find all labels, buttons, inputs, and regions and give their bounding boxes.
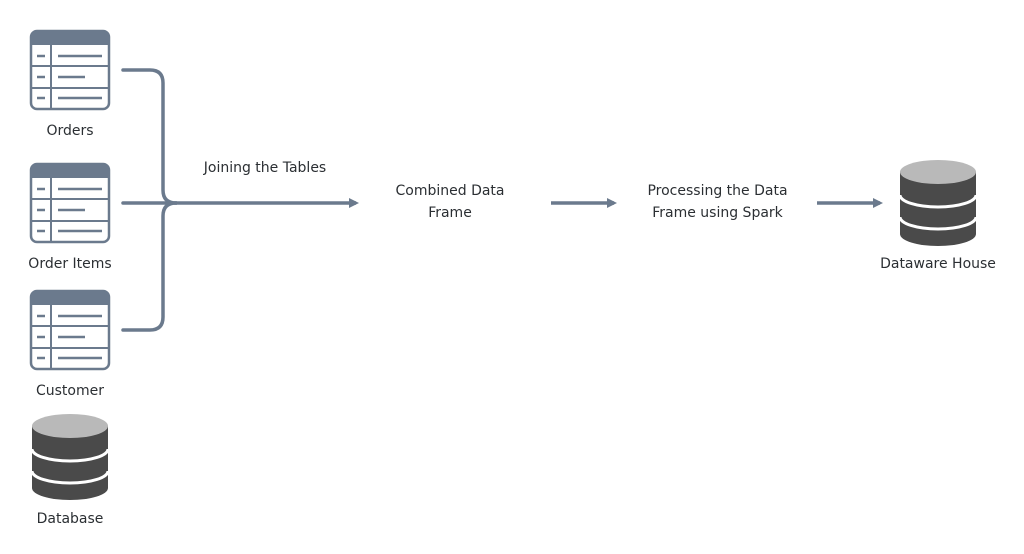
table-icon: [29, 289, 111, 371]
table-icon: [29, 162, 111, 244]
database-icon: [30, 414, 110, 500]
source-label-database: Database: [36, 511, 104, 527]
join-label: Joining the Tables: [203, 160, 327, 176]
source-label-order-items: Order Items: [28, 256, 112, 272]
processing-label: Processing the Data Frame using Spark: [630, 180, 805, 224]
combined-data-frame-label: Combined Data Frame: [375, 180, 525, 224]
combined-line-1: Combined Data: [395, 183, 505, 199]
dataware-house-label: Dataware House: [880, 256, 996, 272]
join-brace: [121, 68, 178, 332]
source-label-orders: Orders: [46, 123, 94, 139]
database-icon: [898, 160, 978, 246]
processing-line-1: Processing the Data: [647, 183, 788, 199]
combined-line-2: Frame: [428, 205, 472, 221]
processing-line-2: Frame using Spark: [652, 205, 783, 221]
source-label-customer: Customer: [35, 383, 104, 399]
table-icon: [29, 29, 111, 111]
